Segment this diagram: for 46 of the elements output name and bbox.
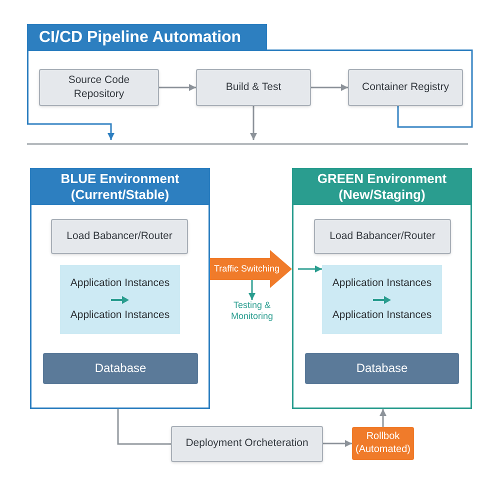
connector-line (267, 50, 473, 128)
box-label: (Automated) (355, 444, 411, 456)
arrow (159, 84, 196, 91)
environment-panel (292, 168, 472, 409)
environment-panel (30, 168, 210, 409)
process-box (51, 219, 188, 254)
arrow (250, 106, 257, 140)
title-tab (27, 24, 267, 51)
instances-panel (322, 265, 442, 334)
box-label: Rollbok (366, 431, 400, 444)
connector-line (117, 409, 171, 445)
action-box (352, 427, 414, 460)
block-arrow (210, 250, 292, 288)
arrow-label: Traffic Switching (214, 264, 280, 274)
panel-subtitle: (Current/Stable) (70, 186, 170, 202)
arrow (248, 280, 256, 300)
box-label: Database (356, 361, 408, 376)
panel-title: BLUE Environment (60, 170, 180, 186)
panel-label: Application Instances (70, 277, 170, 290)
box-label: Load Babancer/Router (330, 230, 436, 244)
database-box (43, 353, 198, 384)
box-label: Database (94, 361, 146, 376)
box-label: Load Babancer/Router (66, 230, 172, 244)
panel-title: GREEN Environment (317, 170, 447, 186)
process-box (348, 69, 463, 106)
arrow (27, 51, 114, 140)
arrow (298, 266, 322, 272)
box-label: Container Registry (362, 80, 449, 94)
box-label: Build & Test (226, 80, 282, 94)
arrow (323, 440, 352, 447)
process-box (171, 426, 323, 462)
box-label: Deployment Orcheteration (186, 437, 308, 451)
title-text: CI/CD Pipeline Automation (39, 30, 242, 46)
panel-subtitle: (New/Staging) (338, 186, 426, 202)
arrow (311, 84, 348, 91)
arrow (380, 409, 386, 427)
process-box (314, 219, 451, 254)
monitoring-label: Testing & Monitoring (230, 300, 274, 322)
panel-label: Application Instances (332, 308, 432, 322)
box-label: Source Code Repository (67, 74, 131, 101)
panel-label: Application Instances (70, 308, 170, 322)
instances-panel (60, 265, 180, 334)
process-box (39, 69, 159, 106)
panel-label: Application Instances (332, 277, 432, 290)
process-box (196, 69, 311, 106)
database-box (305, 353, 459, 384)
